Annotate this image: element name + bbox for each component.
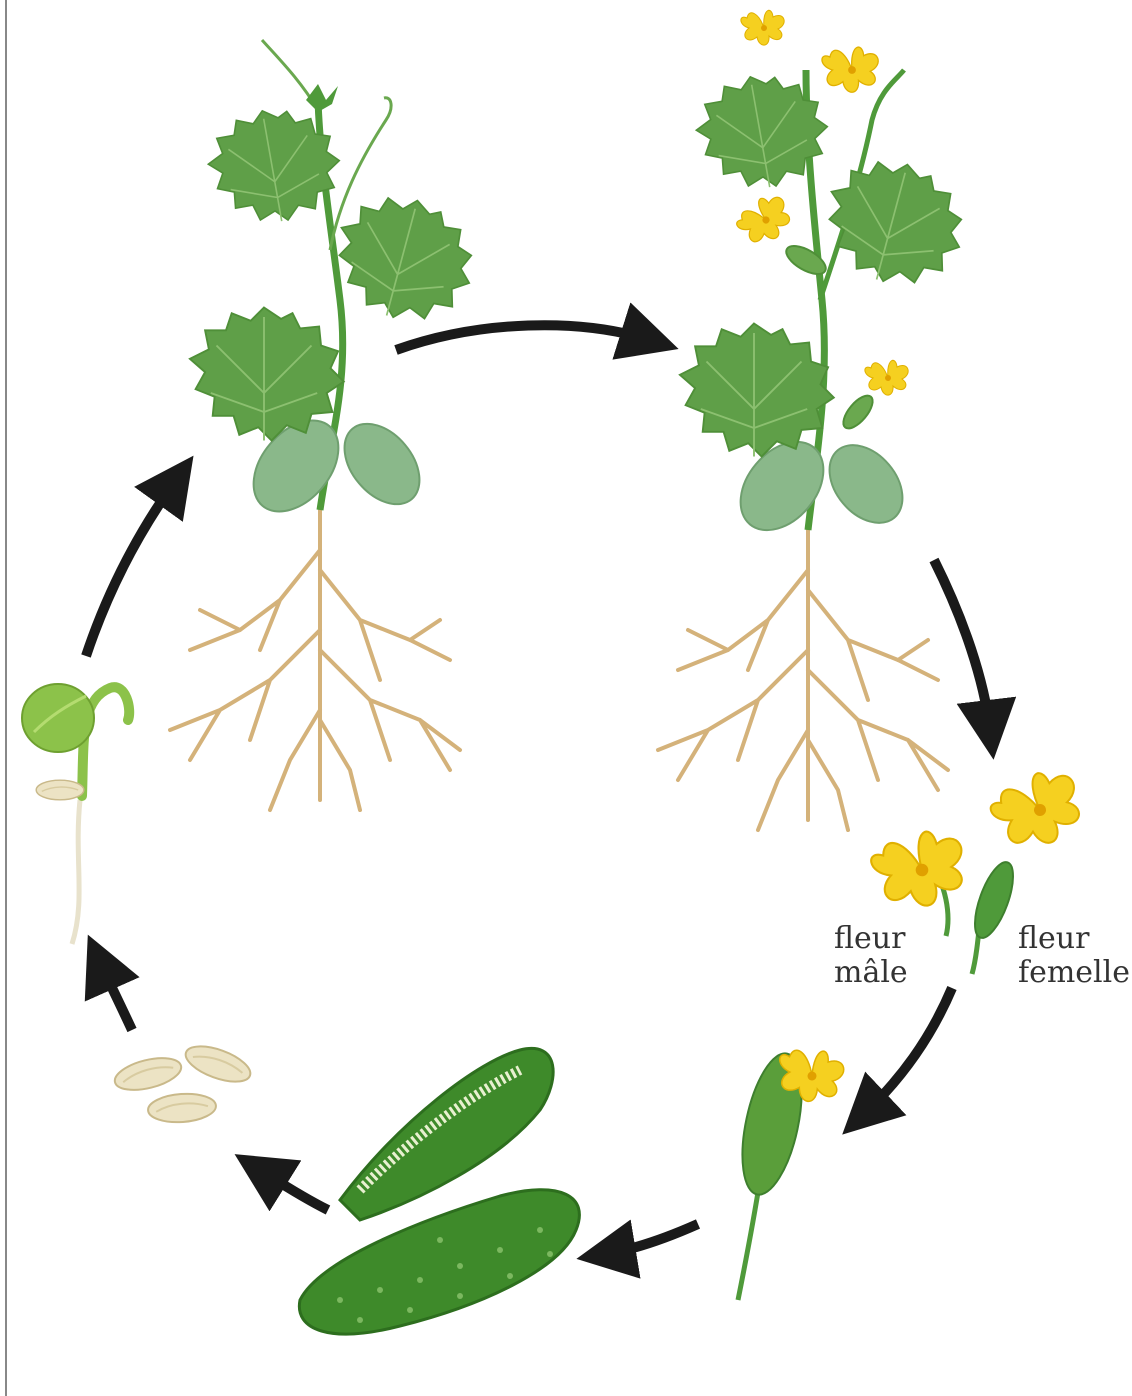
- female-flower-label-line1: fleur: [1018, 922, 1130, 956]
- sprouting-seed-icon: [22, 684, 129, 944]
- female-flower-label-line2: femelle: [1018, 956, 1130, 990]
- arrow-seeds-to-sprout: [100, 962, 132, 1030]
- male-flower-label-line1: fleur: [834, 922, 908, 956]
- male-flower-label-line2: mâle: [834, 956, 908, 990]
- seeds-icon: [112, 1039, 255, 1124]
- arrow-sprout-to-young-plant: [86, 480, 176, 656]
- female-flower-label: fleur femelle: [1018, 922, 1130, 990]
- arrow-young-fruit-to-cucumber: [606, 1224, 698, 1254]
- male-flower-label: fleur mâle: [834, 922, 908, 990]
- arrow-cucumber-to-seeds: [260, 1170, 328, 1210]
- arrow-flowering-to-flowers: [934, 560, 990, 730]
- arrow-young-to-flowering: [396, 325, 650, 350]
- flowering-plant-icon: [658, 10, 976, 830]
- young-cucumber-icon: [732, 1044, 847, 1300]
- arrow-flowers-to-young-fruit: [864, 988, 952, 1114]
- young-plant-icon: [170, 40, 486, 810]
- cucumber-icon: [299, 1048, 579, 1334]
